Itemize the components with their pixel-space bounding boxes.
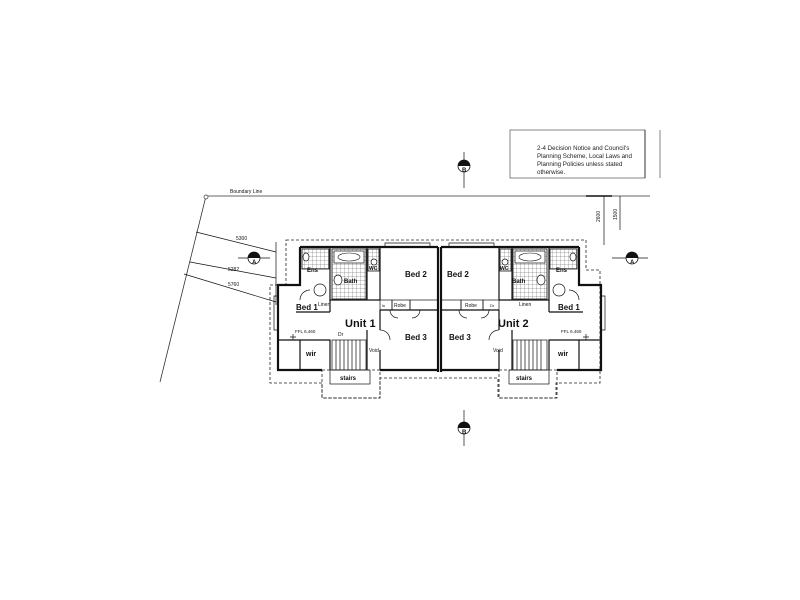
dim-5300: 5300 bbox=[236, 236, 247, 242]
note-line-1: 2-4 Decision Notice and Council's bbox=[537, 145, 629, 152]
u2-linen: Linen bbox=[519, 302, 531, 308]
section-marker-top: B bbox=[457, 152, 471, 188]
unit-1 bbox=[273, 242, 440, 399]
svg-text:A: A bbox=[252, 260, 257, 266]
u1-fl: FFL 6.460 bbox=[295, 329, 316, 334]
u2-bed1: Bed 1 bbox=[558, 303, 580, 312]
section-marker-right: A bbox=[612, 251, 648, 266]
u2-fl: FFL 6.460 bbox=[561, 329, 582, 334]
u2-stairs: stairs bbox=[516, 376, 533, 382]
u1-wc: WC bbox=[369, 266, 378, 272]
u2-wc: WC bbox=[500, 266, 509, 272]
note-line-3: Planning Policies unless stated bbox=[537, 161, 623, 168]
svg-text:B: B bbox=[462, 430, 467, 436]
u2-robe: Robe bbox=[465, 303, 477, 309]
cross-markers bbox=[290, 334, 589, 340]
u1-ens: Ens bbox=[307, 268, 319, 274]
u2-name: Unit 2 bbox=[498, 318, 529, 330]
dim-5282: 5282 bbox=[228, 267, 239, 273]
ens-tile-1 bbox=[301, 248, 330, 270]
u2-dr: Dr bbox=[490, 303, 495, 308]
note-line-4: otherwise. bbox=[537, 169, 565, 176]
u1-bath: Bath bbox=[344, 279, 358, 285]
u2-bath: Bath bbox=[512, 279, 526, 285]
section-marker-bottom: B bbox=[457, 410, 471, 446]
u2-wir: wir bbox=[557, 351, 568, 358]
u1-stairs: stairs bbox=[340, 376, 357, 382]
u2-bed2: Bed 2 bbox=[447, 270, 469, 279]
unit-2-labels: Bed 1 Bed 2 Bed 3 Ens Bath WC Linen Robe… bbox=[447, 266, 582, 382]
ens-tile-2 bbox=[549, 248, 578, 270]
dimension-lines: 5300 5282 5760 2600 1500 bbox=[183, 196, 621, 305]
dim-5760: 5760 bbox=[228, 282, 239, 288]
stairs-treads-2 bbox=[516, 340, 542, 370]
boundary: Boundary Line bbox=[159, 189, 650, 383]
unit-1-labels: Bed 1 Bed 2 Bed 3 Ens Bath WC Linen Robe… bbox=[295, 266, 427, 382]
u1-bed2: Bed 2 bbox=[405, 270, 427, 279]
dim-1500: 1500 bbox=[613, 209, 619, 220]
u2-ens: Ens bbox=[556, 268, 568, 274]
u1-wir: wir bbox=[305, 351, 316, 358]
u1-linen: Linen bbox=[318, 302, 330, 308]
u1-void: Void bbox=[369, 348, 379, 354]
u1-dr: Dr bbox=[338, 332, 344, 338]
notes-box: 2-4 Decision Notice and Council's Planni… bbox=[509, 129, 661, 179]
section-marker-left: A bbox=[238, 251, 270, 266]
u2-void: Void bbox=[493, 348, 503, 354]
u1-bed1: Bed 1 bbox=[296, 303, 318, 312]
svg-text:A: A bbox=[630, 260, 635, 266]
u2-bed3: Bed 3 bbox=[449, 333, 471, 342]
u1-ln: ln bbox=[382, 303, 385, 308]
dim-2600: 2600 bbox=[596, 211, 602, 222]
unit-2 bbox=[439, 242, 606, 399]
boundary-label: Boundary Line bbox=[230, 189, 262, 195]
svg-text:B: B bbox=[462, 168, 467, 174]
stairs-treads-1 bbox=[335, 340, 361, 370]
u1-name: Unit 1 bbox=[345, 318, 376, 330]
note-line-2: Planning Scheme, Local Laws and bbox=[537, 153, 632, 160]
u1-robe: Robe bbox=[394, 303, 406, 309]
u1-bed3: Bed 3 bbox=[405, 333, 427, 342]
